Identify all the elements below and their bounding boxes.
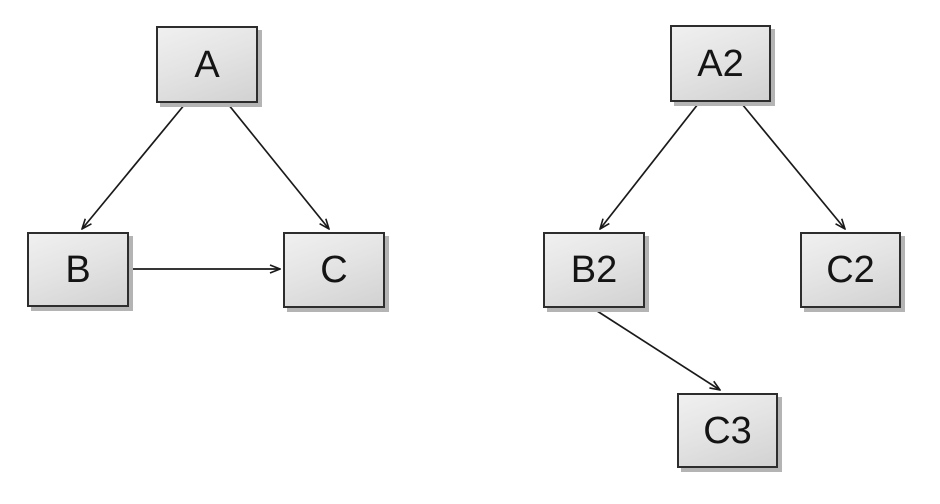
node-C2-label: C2: [826, 249, 875, 291]
node-C3-label: C3: [703, 409, 752, 452]
node-B[interactable]: B: [27, 232, 129, 307]
node-C2[interactable]: C2: [800, 232, 901, 308]
edge-A2-C2: [741, 103, 845, 229]
edge-A-C: [227, 103, 329, 229]
node-B-label: B: [65, 248, 91, 291]
edge-A-B: [82, 103, 186, 229]
node-C[interactable]: C: [283, 232, 385, 308]
node-A2-label: A2: [697, 42, 744, 85]
node-C3[interactable]: C3: [677, 393, 778, 468]
node-B2[interactable]: B2: [543, 232, 645, 308]
node-B2-label: B2: [570, 249, 618, 291]
node-C-label: C: [320, 249, 348, 291]
node-A-label: A: [194, 43, 220, 86]
edge-B2-C3: [593, 308, 720, 390]
node-A2[interactable]: A2: [670, 25, 771, 102]
node-A[interactable]: A: [156, 26, 258, 103]
edge-A2-B2: [600, 103, 699, 229]
